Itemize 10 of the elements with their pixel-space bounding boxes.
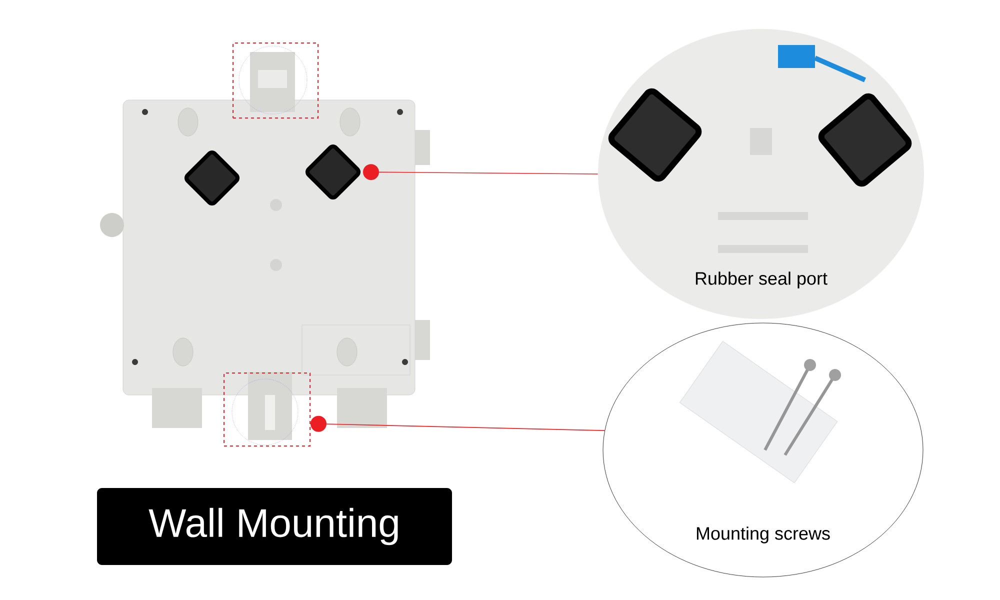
closeup-circle: [598, 29, 924, 319]
caption-text: Mounting screws: [696, 526, 830, 544]
closeup-circle: [602, 322, 924, 578]
leader-line: [363, 164, 598, 180]
highlight-box: [232, 42, 318, 118]
leader-line: [310, 416, 606, 432]
title-banner: Wall Mounting: [97, 488, 452, 565]
rubber-seal-port: [306, 144, 361, 200]
highlight-box: [224, 372, 310, 446]
caption-text: Rubber seal port: [696, 272, 828, 288]
